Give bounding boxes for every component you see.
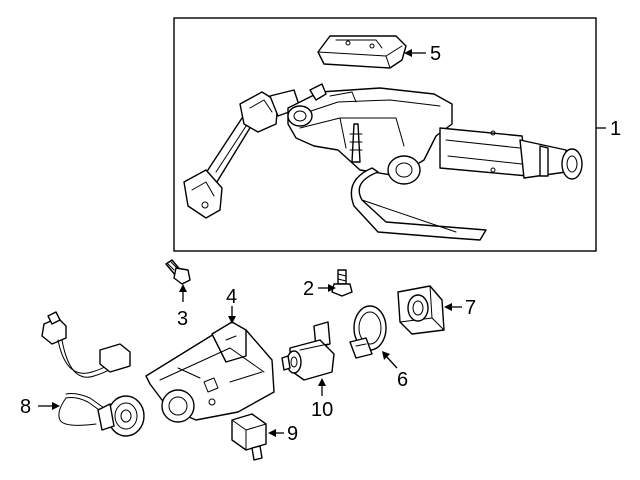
callout-5: 5 bbox=[430, 43, 441, 65]
part-7-bezel[interactable] bbox=[397, 285, 445, 335]
part-6-transponder[interactable] bbox=[349, 305, 387, 359]
leader-lines bbox=[38, 49, 606, 437]
part-2-bolt[interactable] bbox=[331, 269, 353, 297]
part-1-steering-column[interactable] bbox=[183, 83, 583, 241]
callout-8: 8 bbox=[20, 396, 31, 418]
part-3-bolt[interactable] bbox=[165, 259, 191, 285]
callout-3: 3 bbox=[177, 308, 188, 330]
part-9-switch[interactable] bbox=[231, 413, 267, 461]
callout-1: 1 bbox=[610, 118, 621, 140]
callout-10: 10 bbox=[311, 399, 333, 421]
callout-2: 2 bbox=[303, 278, 314, 300]
callout-9: 9 bbox=[287, 423, 298, 445]
part-4-lock-housing[interactable] bbox=[145, 321, 275, 423]
part-10-lock-cylinder[interactable] bbox=[281, 321, 335, 381]
callout-4: 4 bbox=[226, 286, 237, 308]
callout-6: 6 bbox=[397, 369, 408, 391]
assembly-box bbox=[173, 17, 597, 252]
part-5-control-module[interactable] bbox=[317, 35, 407, 69]
part-8-harness[interactable] bbox=[41, 311, 145, 437]
callout-7: 7 bbox=[465, 297, 476, 319]
